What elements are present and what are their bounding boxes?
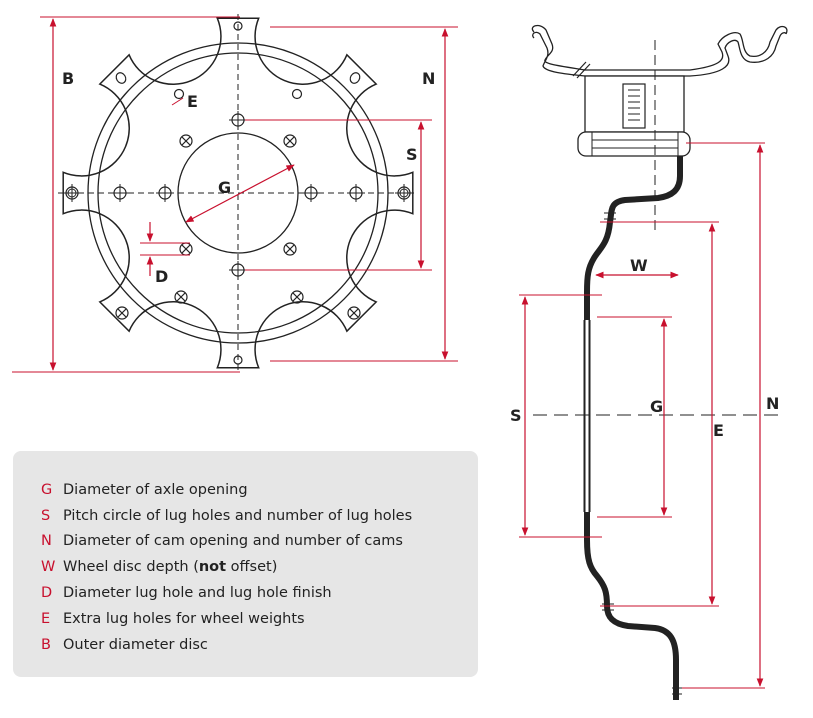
- legend-panel: G Diameter of axle opening S Pitch circl…: [13, 451, 478, 677]
- rim-profile: [531, 24, 788, 77]
- side-label-W: W: [630, 256, 648, 275]
- legend-key: N: [41, 533, 52, 550]
- dimension-B: [12, 16, 240, 373]
- legend-text: Extra lug holes for wheel weights: [63, 610, 305, 627]
- label-N: N: [422, 69, 435, 88]
- label-S: S: [406, 145, 418, 164]
- legend-text: Diameter lug hole and lug hole finish: [63, 585, 332, 602]
- legend-item: S Pitch circle of lug holes and number o…: [41, 503, 412, 529]
- front-view: B N S E G D: [12, 14, 458, 373]
- legend-key: E: [41, 610, 51, 627]
- side-label-E: E: [713, 421, 724, 440]
- legend-item: B Outer diameter disc: [41, 632, 412, 658]
- side-label-G: G: [650, 397, 663, 416]
- legend-key: G: [41, 481, 53, 498]
- disc-profile: [584, 156, 683, 700]
- label-D: D: [155, 267, 168, 286]
- legend-key: D: [41, 585, 53, 602]
- legend-key: W: [41, 559, 56, 576]
- legend-text: Outer diameter disc: [63, 636, 208, 653]
- legend-text: Diameter of axle opening: [63, 481, 248, 498]
- legend-item: G Diameter of axle opening: [41, 477, 412, 503]
- label-G: G: [218, 178, 231, 197]
- label-B: B: [62, 69, 74, 88]
- extra-lug-holes: [67, 21, 409, 365]
- dimension-N-side: [682, 142, 765, 689]
- legend-item: E Extra lug holes for wheel weights: [41, 606, 412, 632]
- legend-key: S: [41, 507, 51, 524]
- leader-E: [171, 97, 184, 106]
- dimension-S-side: [519, 294, 602, 538]
- dimension-G-side: [597, 316, 672, 518]
- dimension-N: [270, 26, 458, 362]
- side-label-S: S: [510, 406, 522, 425]
- dimension-D: [140, 222, 190, 276]
- legend-item: W Wheel disc depth (not offset): [41, 554, 412, 580]
- legend-list: G Diameter of axle opening S Pitch circl…: [41, 477, 412, 658]
- side-label-N: N: [766, 394, 779, 413]
- legend-item: N Diameter of cam opening and number of …: [41, 529, 412, 555]
- label-E: E: [187, 92, 198, 111]
- side-view: W S G E N: [510, 24, 788, 700]
- legend-item: D Diameter lug hole and lug hole finish: [41, 580, 412, 606]
- legend-text: Wheel disc depth (not offset): [63, 559, 278, 576]
- legend-text: Pitch circle of lug holes and number of …: [63, 507, 413, 524]
- dimension-E-side: [600, 221, 719, 607]
- lug-nut: [622, 83, 646, 129]
- clamp-band: [577, 131, 691, 157]
- dimension-S: [245, 119, 432, 271]
- disc-outline: [62, 17, 414, 369]
- dimension-G: [185, 164, 295, 223]
- legend-text: Diameter of cam opening and number of ca…: [63, 533, 403, 550]
- legend-key: B: [41, 636, 51, 653]
